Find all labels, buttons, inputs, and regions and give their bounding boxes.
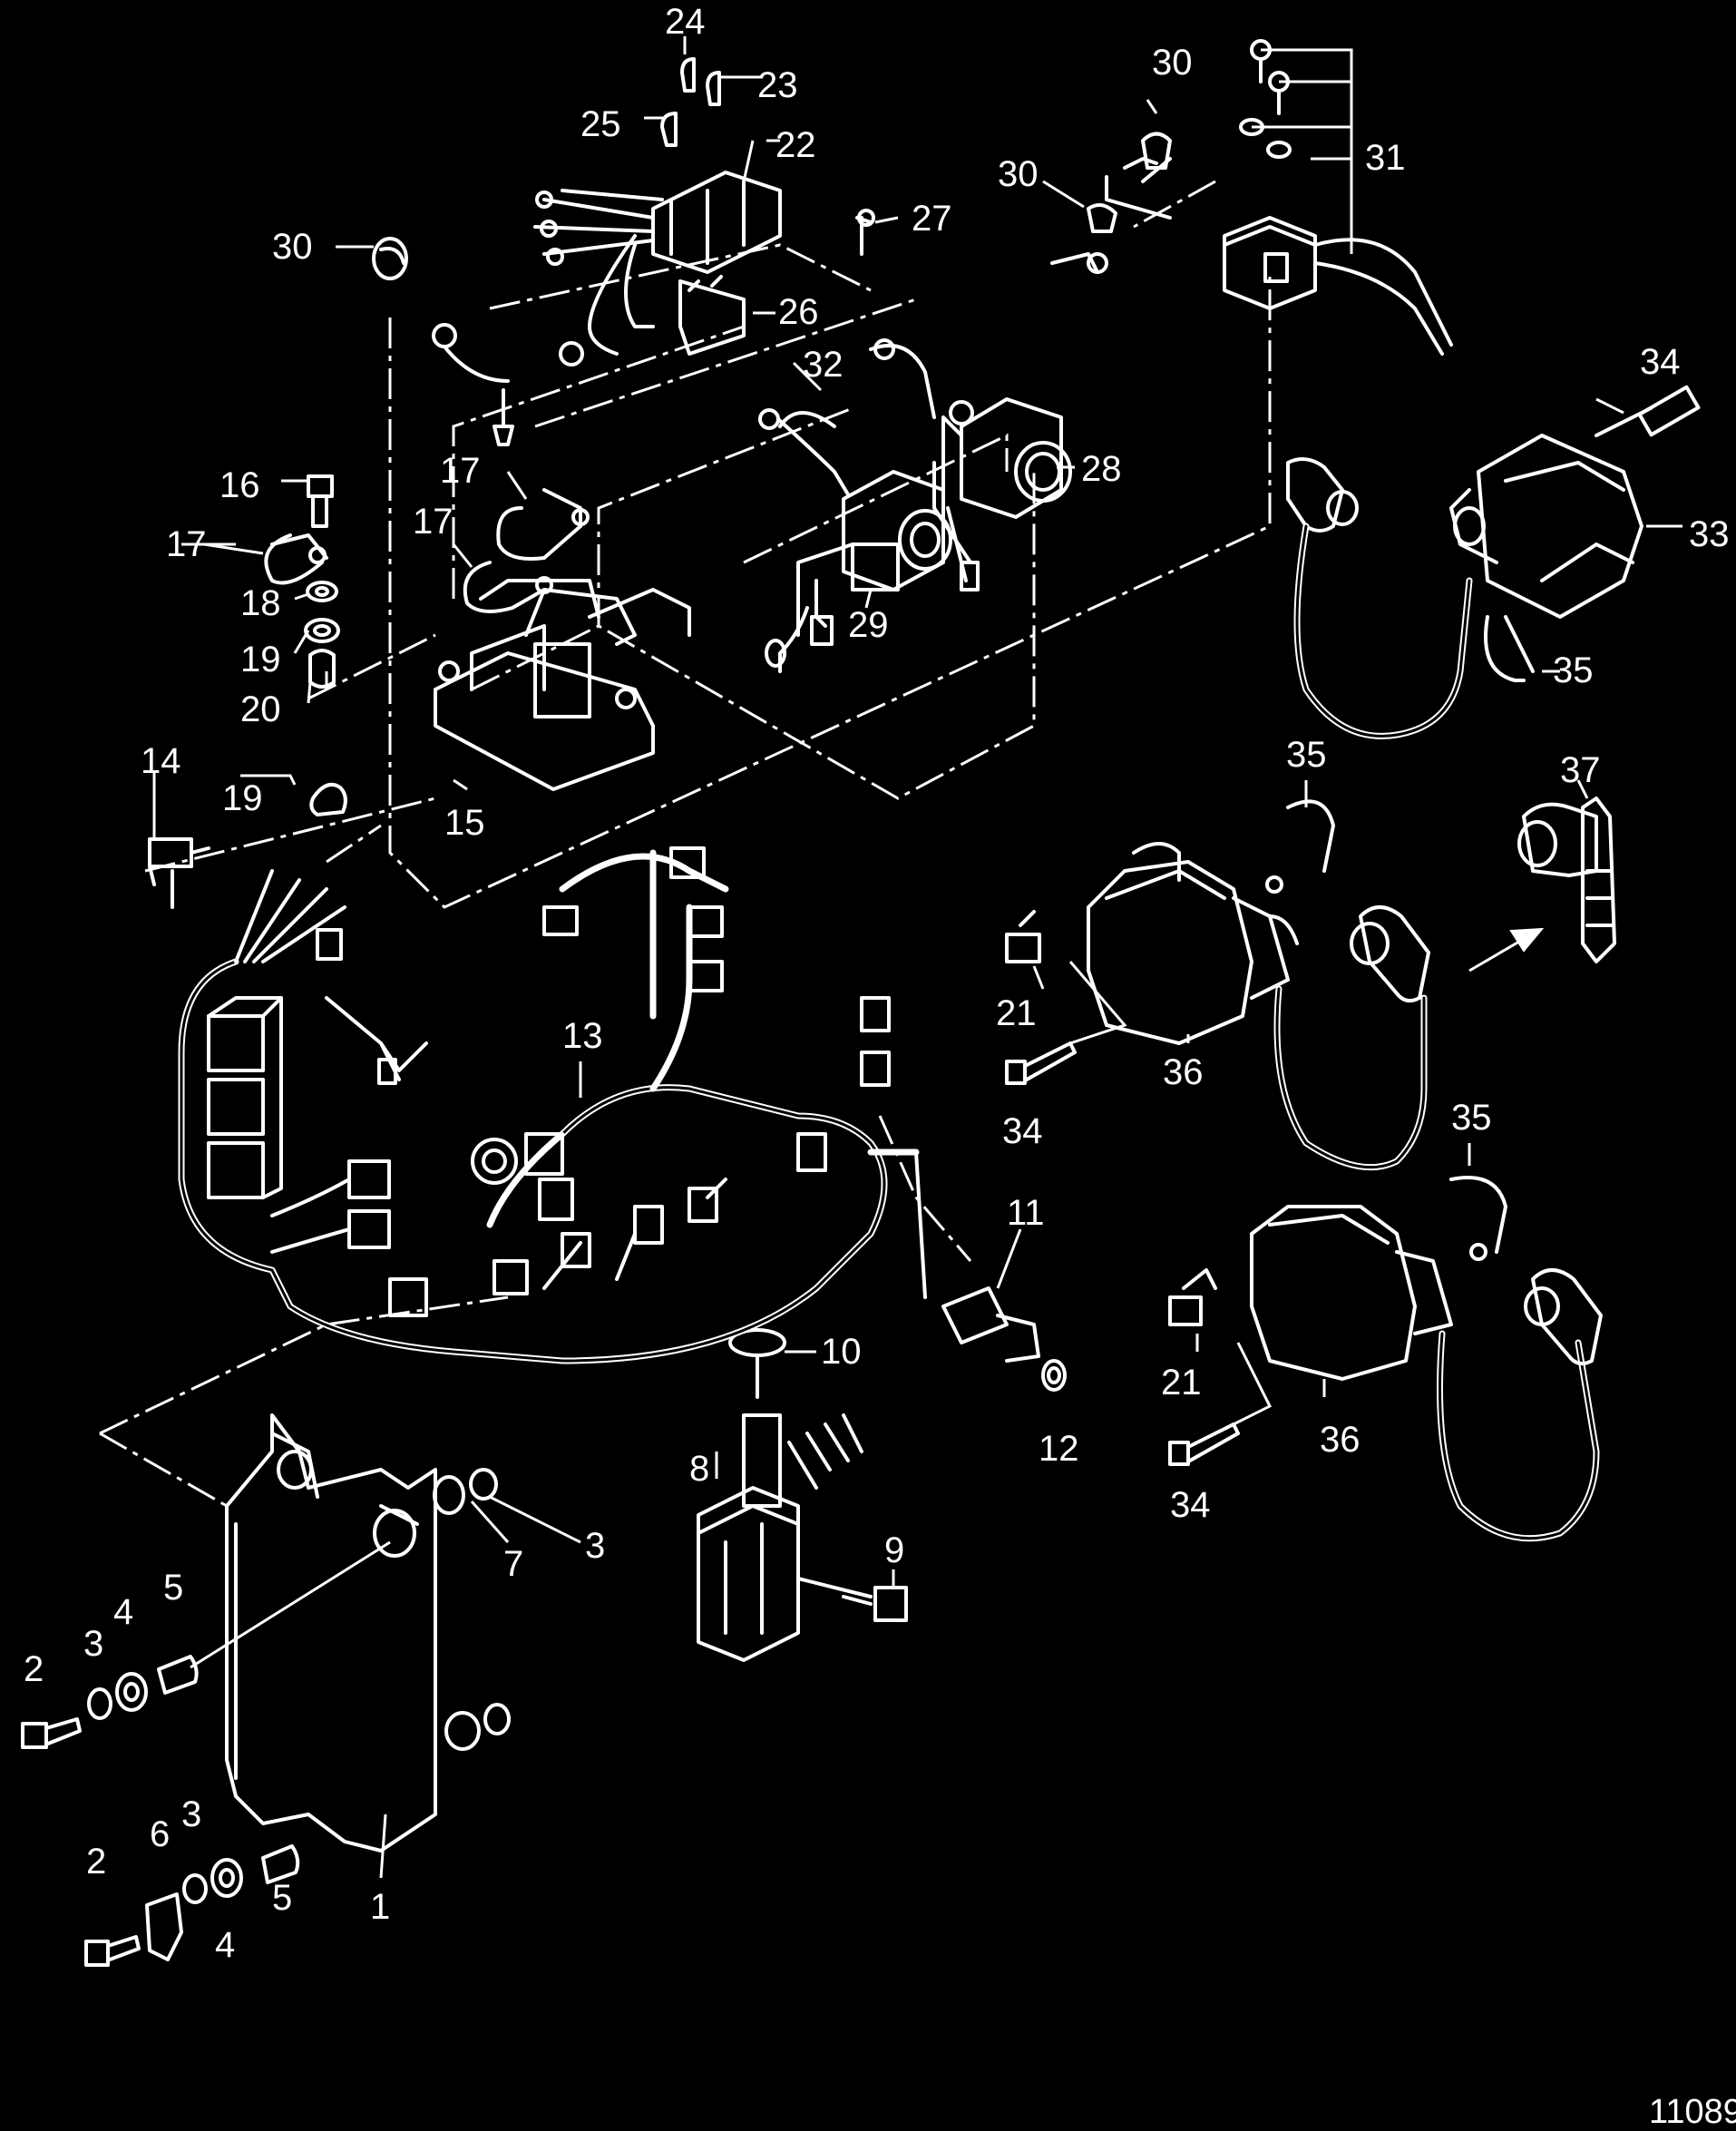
starter-solenoid <box>869 338 1072 591</box>
figure-number: 11089 <box>1649 2093 1736 2131</box>
callout-36-mid: 36 <box>1163 1052 1204 1092</box>
rectifier-assembly <box>697 1328 908 1662</box>
callout-3-upper: 3 <box>83 1624 103 1664</box>
callout-14: 14 <box>141 741 181 781</box>
callout-9: 9 <box>884 1530 904 1570</box>
callout-35-top: 35 <box>1553 650 1594 690</box>
callout-1: 1 <box>370 1887 390 1927</box>
trim-solenoid <box>765 470 952 673</box>
terminal-cap <box>372 237 584 446</box>
callout-labels: 24 23 25 22 27 30 26 32 30 30 31 34 28 3… <box>24 2 1730 1965</box>
callout-17-left: 17 <box>166 524 207 564</box>
leader-lines <box>152 36 1682 1879</box>
callout-33: 33 <box>1689 514 1730 554</box>
fuse-block <box>533 57 875 356</box>
ecu-grommets <box>433 1468 581 1751</box>
callout-10: 10 <box>821 1332 862 1372</box>
callout-26: 26 <box>778 292 819 332</box>
callout-7: 7 <box>503 1544 523 1584</box>
callout-16: 16 <box>219 465 260 505</box>
callout-4-lower: 4 <box>215 1925 235 1965</box>
callout-30-top: 30 <box>1152 43 1193 83</box>
callout-11: 11 <box>1007 1193 1045 1233</box>
callout-31: 31 <box>1365 138 1406 178</box>
callout-4-upper: 4 <box>113 1592 133 1632</box>
temp-sensor <box>914 1150 1067 1392</box>
ecu-module <box>225 1413 437 1852</box>
callout-15: 15 <box>444 803 485 843</box>
callout-34-mid: 34 <box>1002 1111 1043 1151</box>
callout-30-left: 30 <box>272 227 313 267</box>
callout-35-mid: 35 <box>1286 735 1327 775</box>
wiring-harness <box>178 846 920 1364</box>
callout-19-upper: 19 <box>240 640 281 679</box>
callout-18: 18 <box>240 583 281 623</box>
callout-2-lower: 2 <box>86 1842 106 1882</box>
callout-5-lower: 5 <box>272 1878 292 1918</box>
callout-19-lower: 19 <box>222 778 263 818</box>
callout-12: 12 <box>1039 1429 1079 1469</box>
callout-30-mid: 30 <box>998 154 1039 194</box>
callout-34-top: 34 <box>1640 342 1681 382</box>
direction-arrow <box>1468 927 1545 973</box>
callout-28: 28 <box>1081 449 1122 489</box>
callout-3-lower: 3 <box>181 1794 201 1834</box>
phantom-lines <box>99 180 1272 1508</box>
fuse-holder <box>148 837 210 909</box>
callout-3-right: 3 <box>585 1526 605 1566</box>
callout-21-lower: 21 <box>1161 1363 1202 1403</box>
callout-17-mid: 17 <box>413 502 454 542</box>
callout-22: 22 <box>775 125 816 165</box>
callout-34-lower: 34 <box>1170 1485 1211 1525</box>
ignition-coil-upper <box>1286 385 1701 739</box>
ecu-hardware <box>21 1540 391 1967</box>
callout-8: 8 <box>689 1449 709 1489</box>
callout-25: 25 <box>580 104 621 144</box>
callout-29: 29 <box>848 605 889 645</box>
callout-37: 37 <box>1560 750 1601 790</box>
ignition-coil-lower <box>1168 1176 1603 1542</box>
callout-2-upper: 2 <box>24 1649 44 1689</box>
callout-5-upper: 5 <box>163 1568 183 1608</box>
callout-35-lower: 35 <box>1451 1098 1492 1138</box>
clamps <box>264 474 590 816</box>
battery-cable <box>758 408 850 496</box>
callout-36-lower: 36 <box>1320 1420 1361 1460</box>
mounting-bracket <box>434 579 691 791</box>
callout-32: 32 <box>803 345 844 385</box>
callout-13: 13 <box>562 1016 603 1056</box>
callout-17-upper: 17 <box>440 451 481 491</box>
starter-relay <box>1050 39 1453 356</box>
callout-23: 23 <box>757 65 798 105</box>
spark-plug-boot <box>1517 797 1616 963</box>
ignition-coil-middle <box>1005 799 1430 1171</box>
callout-21-mid: 21 <box>996 993 1037 1033</box>
callout-27: 27 <box>912 199 952 239</box>
callout-6: 6 <box>150 1814 170 1854</box>
callout-24: 24 <box>665 2 706 42</box>
callout-20: 20 <box>240 689 281 729</box>
